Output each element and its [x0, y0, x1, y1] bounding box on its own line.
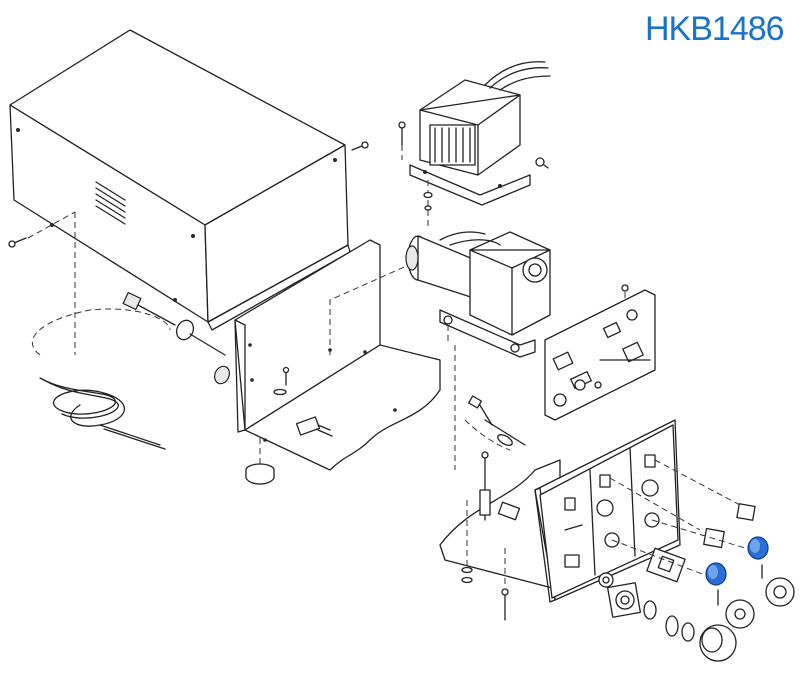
- pcb-components: [552, 309, 651, 407]
- knob-blue-1: [705, 562, 727, 606]
- knob-blue-2: [747, 536, 769, 579]
- rubber-foot: [245, 425, 275, 485]
- output-connector: [765, 577, 795, 607]
- power-cord: [31, 308, 171, 450]
- part-number-title: HKB1486: [645, 10, 785, 48]
- rocker-switch: [646, 503, 756, 583]
- pcb-board: [464, 284, 656, 451]
- front-connector-small: [598, 572, 614, 588]
- case-screw-left: [8, 237, 27, 248]
- fuse-holder: [122, 291, 230, 385]
- transformer-winding: [429, 124, 476, 166]
- vent-slots: [95, 181, 126, 225]
- front-panel: [539, 424, 755, 662]
- terminal-block: [295, 416, 333, 437]
- pump-motor-assembly: [405, 231, 551, 470]
- chassis-screw: [461, 451, 509, 621]
- front-panel-cutouts: [564, 454, 660, 568]
- connector-knob: [699, 599, 755, 662]
- connector-socket: [606, 582, 695, 642]
- transformer-screw: [398, 121, 549, 169]
- chassis-side-panel: [234, 239, 441, 471]
- transformer: [398, 61, 551, 230]
- small-screw: [273, 366, 290, 396]
- case-screw-right: [351, 141, 369, 151]
- cover-case: [8, 29, 369, 355]
- pcb-standoff: [468, 395, 526, 446]
